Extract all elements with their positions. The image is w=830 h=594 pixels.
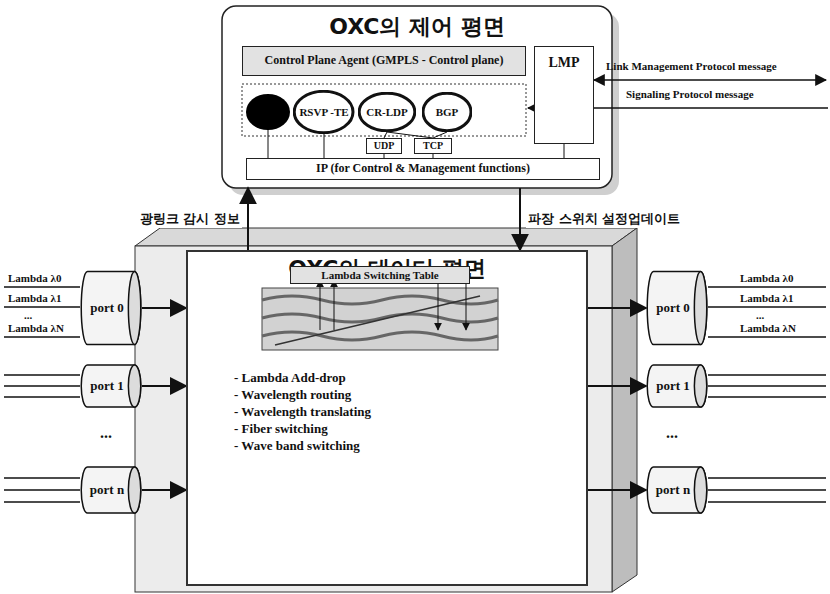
lambda-label: Lambda λ0: [740, 272, 793, 284]
function-item: - Fiber switching: [234, 421, 328, 437]
lambda-label: Lambda λN: [8, 322, 64, 334]
plane-title: OXC의 제어 평면: [224, 12, 610, 42]
dots: ...: [100, 424, 112, 442]
node-label: port 1: [656, 379, 690, 394]
function-item: - Wavelength translating: [234, 404, 371, 420]
node-label: Control Plane Agent (GMPLS - Control pla…: [265, 54, 504, 68]
protocol-circle: RSVP -TE: [293, 90, 354, 134]
control-frame: [222, 6, 612, 188]
port: port 1: [646, 364, 708, 408]
lmp-box: LMP: [534, 46, 594, 144]
node-label: port n: [656, 483, 690, 498]
node-label: port 1: [90, 379, 124, 394]
lambda-label: Lambda λN: [740, 322, 796, 334]
node-label: TCP: [423, 140, 443, 152]
function-item: - Wave band switching: [234, 438, 360, 454]
flow-arrow: [247, 188, 249, 250]
node-label: Lambda Switching Table: [321, 269, 438, 282]
lambda-label: Lambda λ0: [8, 272, 61, 284]
transport-box: TCP: [414, 138, 452, 154]
flow-arrow: [519, 188, 521, 250]
data-plane: OXC의 데이터 평면- Lambda Add-drop- Wavelength…: [186, 250, 588, 586]
function-item: - Wavelength routing: [234, 387, 351, 403]
message-label: Signaling Protocol message: [626, 88, 754, 100]
transport-box: UDP: [366, 138, 402, 154]
agent-box: Control Plane Agent (GMPLS - Control pla…: [242, 46, 526, 76]
flow-arrow: [588, 489, 646, 491]
table-title: Lambda Switching Table: [290, 266, 470, 284]
frame-side: [612, 228, 637, 592]
port: port n: [646, 466, 708, 514]
node-label: IP (for Control & Management functions): [316, 162, 530, 176]
function-item: - Lambda Add-drop: [234, 370, 346, 386]
switch-illustration: [262, 280, 498, 350]
node-label: BGP: [436, 106, 459, 119]
node-label: port 0: [656, 301, 690, 316]
flow-arrow: [588, 385, 646, 387]
frame-top: [135, 228, 637, 246]
dots: ...: [24, 309, 32, 321]
node-label: port n: [90, 483, 124, 498]
dots: ...: [666, 424, 678, 442]
port: port n: [80, 466, 142, 514]
edge-label: 광링크 감시 정보: [138, 210, 242, 228]
message-label: Link Management Protocol message: [606, 60, 777, 72]
protocol-circle: BGP: [422, 92, 472, 132]
edge-label: 파장 스위치 설정업데이트: [526, 210, 682, 228]
control-plane: OXC의 제어 평면 Control Plane Agent (GMPLS - C…: [222, 6, 612, 188]
port: port 0: [646, 270, 708, 346]
flow-arrow: [142, 307, 186, 309]
flow-arrow: [142, 385, 186, 387]
wire: [564, 144, 565, 158]
wire: [268, 130, 269, 158]
lambda-label: Lambda λ1: [8, 292, 61, 304]
lambda-label: Lambda λ1: [740, 292, 793, 304]
protocol-group: [242, 84, 526, 136]
port: port 0: [80, 270, 142, 346]
node-label: RSVP -TE: [299, 106, 348, 119]
lmp-arrow: [594, 79, 826, 81]
flow-arrow: [142, 489, 186, 491]
flow-arrow: [588, 307, 646, 309]
protocol-circle: CR-LDP: [358, 92, 416, 132]
dots: ...: [756, 309, 764, 321]
port: port 1: [80, 364, 142, 408]
data-frame: [135, 246, 612, 592]
node-label: CR-LDP: [366, 106, 408, 119]
wire: [324, 134, 325, 158]
node-label: LMP: [548, 55, 579, 71]
ip-bar: IP (for Control & Management functions): [246, 158, 600, 180]
protocol-circle: [246, 94, 290, 130]
node-label: port 0: [90, 301, 124, 316]
node-label: UDP: [374, 140, 395, 152]
data-panel-fill: [186, 250, 588, 586]
